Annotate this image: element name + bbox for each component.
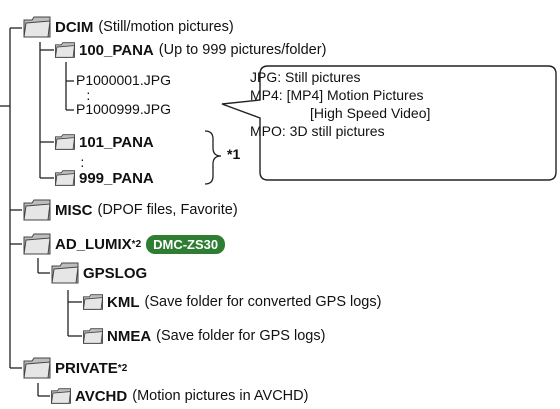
folder-icon <box>54 134 76 150</box>
folder-999-pana[interactable]: 999_PANA <box>54 165 154 191</box>
folder-private[interactable]: PRIVATE*2 <box>22 355 127 381</box>
note-line: [High Speed Video] <box>310 105 431 121</box>
folder-nmea[interactable]: NMEA (Save folder for GPS logs) <box>82 323 325 349</box>
folder-icon <box>23 233 51 255</box>
file-first[interactable]: P1000001.JPG <box>76 72 171 88</box>
folder-name: 999_PANA <box>79 169 154 187</box>
note-line: MPO: 3D still pictures <box>250 123 385 139</box>
folder-icon <box>23 16 51 38</box>
format-callout: JPG: Still pictures MP4: [MP4] Motion Pi… <box>250 68 430 140</box>
ellipsis: ·· <box>86 84 91 106</box>
folder-name: DCIM <box>55 18 94 36</box>
folder-desc: (Still/motion pictures) <box>98 19 234 35</box>
folder-name: AD_LUMIX <box>55 235 132 253</box>
folder-ad-lumix[interactable]: AD_LUMIX*2 DMC-ZS30 <box>22 231 226 257</box>
folder-101-pana[interactable]: 101_PANA <box>54 129 154 155</box>
folder-100-pana[interactable]: 100_PANA (Up to 999 pictures/folder) <box>54 37 326 63</box>
folder-name: PRIVATE <box>55 359 118 377</box>
folder-icon <box>54 42 76 58</box>
folder-icon <box>82 328 104 344</box>
folder-icon <box>51 262 79 284</box>
file-last[interactable]: P1000999.JPG <box>76 101 171 117</box>
folder-desc: (Save folder for converted GPS logs) <box>144 294 382 310</box>
folder-desc: (Save folder for GPS logs) <box>156 328 326 344</box>
footnote-1: *1 <box>227 146 241 162</box>
folder-kml[interactable]: KML (Save folder for converted GPS logs) <box>82 289 381 315</box>
ellipsis: ·· <box>80 151 85 173</box>
footnote-2: *2 <box>131 238 142 250</box>
folder-desc: (Up to 999 pictures/folder) <box>158 42 327 58</box>
model-badge: DMC-ZS30 <box>146 234 226 254</box>
folder-name: KML <box>107 293 140 311</box>
folder-icon <box>54 170 76 186</box>
folder-icon <box>23 199 51 221</box>
folder-name: MISC <box>55 201 93 219</box>
folder-misc[interactable]: MISC (DPOF files, Favorite) <box>22 197 238 223</box>
folder-icon <box>23 357 51 379</box>
note-line: JPG: Still pictures <box>250 69 361 85</box>
note-line: MP4: [MP4] Motion Pictures <box>250 87 424 103</box>
folder-name: NMEA <box>107 327 152 345</box>
folder-name: 101_PANA <box>79 133 154 151</box>
folder-avchd[interactable]: AVCHD (Motion pictures in AVCHD) <box>50 383 308 409</box>
folder-desc: (DPOF files, Favorite) <box>97 202 238 218</box>
folder-gpslog[interactable]: GPSLOG <box>50 260 147 286</box>
footnote-2: *2 <box>117 362 128 374</box>
folder-icon <box>82 294 104 310</box>
folder-dcim[interactable]: DCIM (Still/motion pictures) <box>22 14 234 40</box>
folder-name: AVCHD <box>75 387 128 405</box>
folder-name: 100_PANA <box>79 41 154 59</box>
folder-desc: (Motion pictures in AVCHD) <box>132 388 309 404</box>
folder-icon <box>50 388 72 404</box>
folder-name: GPSLOG <box>83 264 148 282</box>
